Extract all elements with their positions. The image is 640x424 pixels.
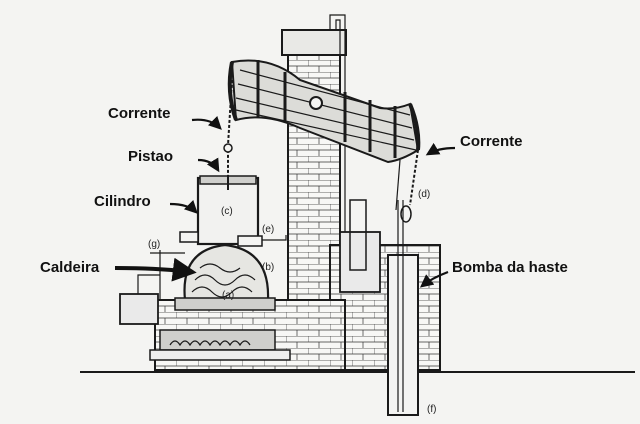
beam-pivot [309, 96, 323, 110]
label-corrente-left: Corrente [108, 105, 171, 122]
water-box [119, 293, 159, 325]
arrow-corrente-right [425, 142, 456, 156]
arrow-caldeira [114, 257, 197, 282]
label-corrente-right: Corrente [460, 133, 523, 150]
label-bomba-haste: Bomba da haste [452, 259, 568, 276]
marker-b: (b) [262, 262, 274, 273]
label-caldeira: Caldeira [40, 259, 100, 276]
right-chain [409, 149, 419, 206]
label-pistao: Pistao [128, 148, 173, 165]
arrow-pistao [197, 157, 220, 173]
marker-c: (c) [221, 206, 233, 217]
marker-d: (d) [418, 189, 430, 200]
marker-e: (e) [262, 224, 274, 235]
arrow-bomba-haste [419, 270, 449, 288]
arrow-corrente-left [191, 115, 222, 130]
marker-a: (a) [222, 290, 234, 301]
cistern [339, 231, 381, 293]
marker-g: (g) [148, 239, 160, 250]
arrow-cilindro [169, 199, 198, 214]
marker-f: (f) [427, 404, 436, 415]
water-tank [281, 29, 347, 56]
firebox [159, 329, 276, 351]
label-cilindro: Cilindro [94, 193, 151, 210]
